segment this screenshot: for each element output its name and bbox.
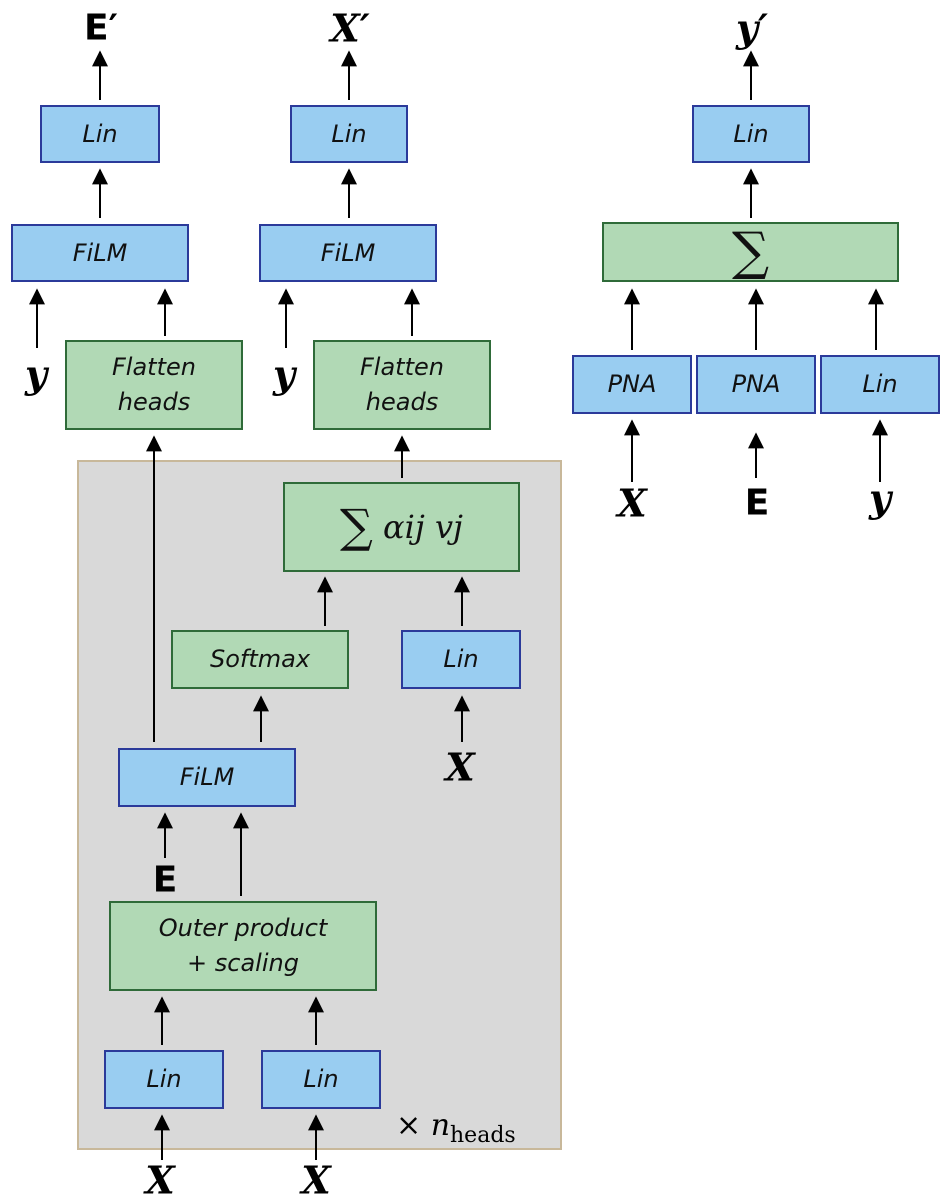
flatten-heads-e-label: Flatten heads <box>112 353 196 416</box>
pna-x-box: PNA <box>572 355 692 414</box>
outer-product-box: Outer product + scaling <box>109 901 377 991</box>
heads-times-symbol: × <box>396 1108 422 1143</box>
film-x-label: FiLM <box>320 238 376 267</box>
weighted-sum-label: αij vj <box>383 508 463 546</box>
x-query-input-symbol: X <box>145 1157 175 1203</box>
pna-e-label: PNA <box>731 370 781 398</box>
lin-v-box: Lin <box>401 630 521 689</box>
film-attention-label: FiLM <box>179 763 235 791</box>
lin-q-box: Lin <box>104 1050 224 1109</box>
x-prime-output-symbol: X′ <box>330 5 370 51</box>
sum-y-label: ∑ <box>731 221 770 282</box>
heads-multiplier-label: × nheads <box>396 1108 516 1148</box>
lin-y-output-label: Lin <box>733 119 769 148</box>
softmax-label: Softmax <box>209 645 311 673</box>
y-input-e-branch-symbol: y <box>24 351 48 397</box>
x-value-input-symbol: X <box>445 744 475 790</box>
lin-k-box: Lin <box>261 1050 381 1109</box>
lin-y-input-box: Lin <box>820 355 940 414</box>
x-key-input-symbol: X <box>301 1157 331 1203</box>
lin-v-label: Lin <box>443 645 479 673</box>
y-lin-input-symbol: y <box>868 475 892 521</box>
weighted-sum-formula: ∑ αij vj <box>340 499 463 553</box>
y-prime-output-symbol: y′ <box>735 5 769 51</box>
sum-y-box: ∑ <box>602 222 899 282</box>
lin-e-output-label: Lin <box>82 119 118 148</box>
softmax-box: Softmax <box>171 630 349 689</box>
outer-product-label: Outer product + scaling <box>158 914 328 977</box>
flatten-heads-e-box: Flatten heads <box>65 340 243 430</box>
lin-y-input-label: Lin <box>862 370 898 398</box>
lin-q-label: Lin <box>146 1065 182 1093</box>
flatten-heads-x-label: Flatten heads <box>360 353 444 416</box>
film-attention-box: FiLM <box>118 748 296 807</box>
film-x-box: FiLM <box>259 224 437 282</box>
x-pna-input-symbol: X <box>617 480 647 526</box>
lin-y-output-box: Lin <box>692 105 810 163</box>
pna-x-label: PNA <box>607 370 657 398</box>
flatten-heads-x-box: Flatten heads <box>313 340 491 430</box>
weighted-sum-box: ∑ αij vj <box>283 482 520 572</box>
heads-n-symbol: n <box>430 1108 451 1143</box>
lin-k-label: Lin <box>303 1065 339 1093</box>
film-e-label: FiLM <box>72 238 128 267</box>
e-prime-output-symbol: E′ <box>83 7 119 49</box>
y-input-x-branch-symbol: y <box>272 351 296 397</box>
e-pna-input-symbol: E <box>744 482 770 524</box>
pna-e-box: PNA <box>696 355 816 414</box>
e-attention-input-symbol: E <box>152 859 178 901</box>
lin-x-output-label: Lin <box>331 119 367 148</box>
heads-subscript: heads <box>450 1123 516 1148</box>
lin-x-output-box: Lin <box>290 105 408 163</box>
lin-e-output-box: Lin <box>40 105 160 163</box>
film-e-box: FiLM <box>11 224 189 282</box>
